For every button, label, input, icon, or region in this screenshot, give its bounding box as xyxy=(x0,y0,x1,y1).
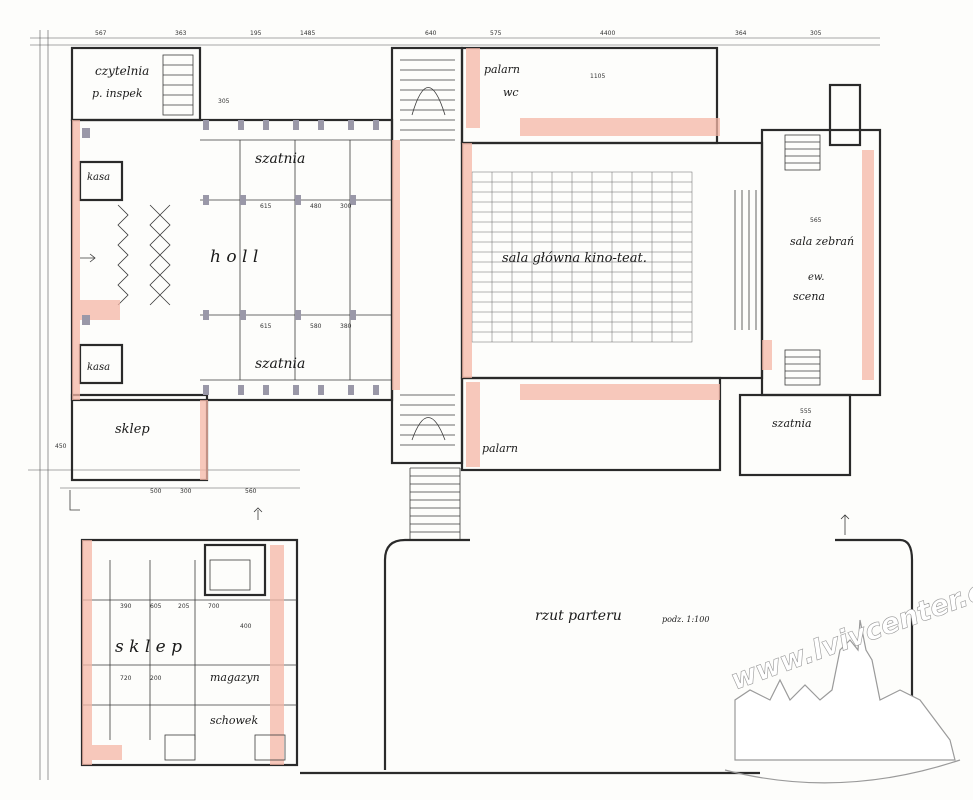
dim-label: 615 xyxy=(260,323,272,330)
room-label-sala-zebran: sala zebrań xyxy=(790,235,854,248)
room-label-czytelnia: czytelnia xyxy=(95,64,149,78)
dim-label: 300 xyxy=(340,203,352,210)
dim-label: 363 xyxy=(175,30,187,37)
dim-label: 480 xyxy=(310,203,322,210)
dim-label: 1485 xyxy=(300,30,315,37)
holl-columns xyxy=(82,120,379,395)
room-label-inspek: p. inspek xyxy=(92,87,143,100)
dimension-numbers: 567 363 195 1485 640 575 4400 364 305 11… xyxy=(55,30,822,682)
room-label-wc: wc xyxy=(503,86,519,99)
room-label-magazyn: magazyn xyxy=(210,671,260,684)
plan-title: rzut parteru xyxy=(535,608,622,624)
dim-label: 580 xyxy=(310,323,322,330)
room-label-holl: h o l l xyxy=(210,247,258,267)
dim-label: 615 xyxy=(260,203,272,210)
room-label-sklep-big: s k l e p xyxy=(115,637,182,657)
dim-label: 565 xyxy=(810,217,822,224)
room-label-schowek: schowek xyxy=(210,714,258,727)
dim-label: 605 xyxy=(150,603,162,610)
plan-scale: podz. 1:100 xyxy=(662,615,709,624)
dim-label: 575 xyxy=(490,30,502,37)
dim-label: 300 xyxy=(180,488,192,495)
dim-label: 450 xyxy=(55,443,67,450)
dim-label: 4400 xyxy=(600,30,615,37)
dim-label: 640 xyxy=(425,30,437,37)
dim-label: 195 xyxy=(250,30,262,37)
left-wing xyxy=(70,46,394,482)
dim-label: 205 xyxy=(178,603,190,610)
dim-label: 200 xyxy=(150,675,162,682)
room-label-kasa-top: kasa xyxy=(87,172,110,183)
room-label-sala-zebran-sub: ew. xyxy=(808,272,824,283)
dimension-lines xyxy=(28,30,880,780)
dim-label: 305 xyxy=(218,98,230,105)
right-wing xyxy=(738,83,882,477)
room-label-palarnia-bottom: palarn xyxy=(482,442,518,455)
lower-left-wing xyxy=(80,538,299,767)
room-label-scena: scena xyxy=(793,290,825,303)
entrance-arrows xyxy=(69,253,850,535)
dim-label: 305 xyxy=(810,30,822,37)
room-label-sala-glowna: sala główna kino-teat. xyxy=(502,251,647,266)
dim-label: 364 xyxy=(735,30,747,37)
dim-label: 720 xyxy=(120,675,132,682)
courtyard xyxy=(300,538,914,775)
room-labels: czytelnia p. inspek kasa kasa h o l l sz… xyxy=(87,63,854,727)
watermark-logo: www.lvivcenter.org xyxy=(724,561,973,784)
room-label-palarnia-top: palarn xyxy=(484,63,520,76)
dim-label: 400 xyxy=(240,623,252,630)
dim-label: 500 xyxy=(150,488,162,495)
dim-label: 1105 xyxy=(590,73,605,80)
room-label-szatnia-top: szatnia xyxy=(255,151,305,167)
room-label-sklep-top: sklep xyxy=(115,422,150,437)
central-stairs xyxy=(390,46,464,541)
dim-label: 380 xyxy=(340,323,352,330)
dim-label: 560 xyxy=(245,488,257,495)
room-label-szatnia-bottom: szatnia xyxy=(255,356,305,372)
dim-label: 700 xyxy=(208,603,220,610)
dim-label: 390 xyxy=(120,603,132,610)
room-label-szatnia-right: szatnia xyxy=(772,417,812,430)
dim-label: 567 xyxy=(95,30,107,37)
main-hall xyxy=(460,46,764,472)
room-label-kasa-bottom: kasa xyxy=(87,362,110,373)
dim-label: 555 xyxy=(800,408,812,415)
